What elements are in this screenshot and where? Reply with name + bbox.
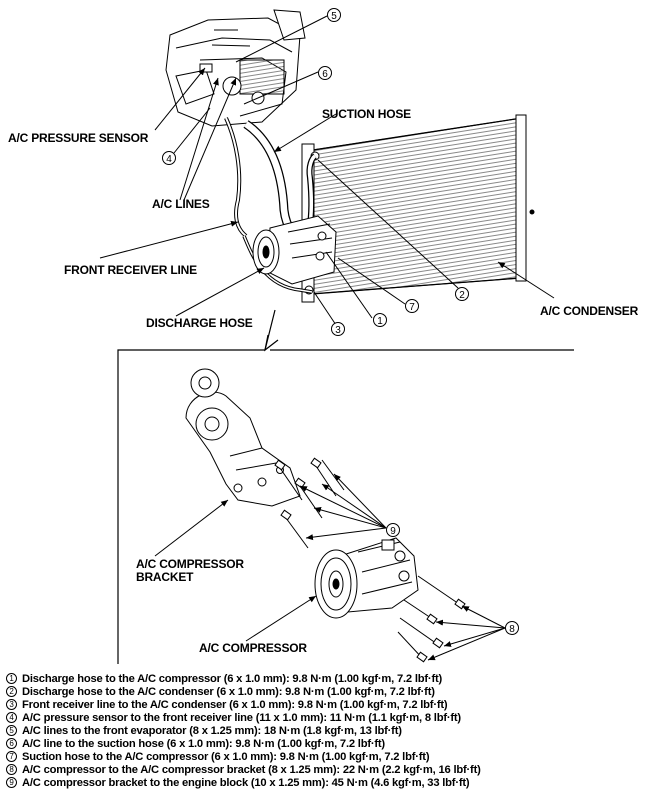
- label-bracket-line1: A/C COMPRESSOR: [136, 557, 244, 571]
- callout-7: [405, 299, 419, 313]
- callout-circles: [162, 8, 519, 635]
- callout-5-text: 5: [331, 11, 337, 22]
- ac-condenser: [301, 114, 535, 303]
- legend-number-circle: 2: [6, 686, 17, 697]
- ac-compressor: [314, 537, 419, 619]
- torque-legend: 1 Discharge hose to the A/C compressor (6…: [6, 672, 646, 789]
- legend-number-circle: 8: [6, 764, 17, 775]
- legend-text: A/C compressor to the A/C compressor bra…: [22, 763, 481, 776]
- leader-lines-detail: [154, 473, 506, 661]
- callout-9: [386, 523, 400, 537]
- legend-text: Discharge hose to the A/C compressor (6 …: [22, 672, 443, 685]
- legend-text: Front receiver line to the A/C condenser…: [22, 698, 448, 711]
- legend-number-circle: 7: [6, 751, 17, 762]
- leader-lines-upper: [99, 15, 555, 329]
- callout-6-text: 6: [322, 69, 328, 80]
- label-ac-lines: A/C LINES: [152, 197, 210, 211]
- callout-1: [331, 322, 345, 336]
- callout-5: [327, 8, 341, 22]
- legend-item: 4 A/C pressure sensor to the front receiv…: [6, 711, 646, 724]
- legend-text: Discharge hose to the A/C condenser (6 x…: [22, 685, 435, 698]
- bracket-bolts: [274, 457, 345, 549]
- compressor-bolts: [397, 575, 466, 663]
- legend-item: 7 Suction hose to the A/C compressor (6 x…: [6, 750, 646, 763]
- compressor-bracket: [185, 368, 301, 507]
- label-front-receiver-line: FRONT RECEIVER LINE: [64, 263, 197, 277]
- callout-9-text: 9: [390, 526, 396, 537]
- legend-number-circle: 5: [6, 725, 17, 736]
- legend-number-circle: 1: [6, 673, 17, 684]
- label-compressor: A/C COMPRESSOR: [199, 641, 307, 655]
- legend-text: A/C line to the suction hose (6 x 1.0 mm…: [22, 737, 385, 750]
- detail-panel-frame: [117, 309, 574, 664]
- part-labels: A/C PRESSURE SENSOR SUCTION HOSE A/C LIN…: [8, 107, 639, 655]
- legend-item: 3 Front receiver line to the A/C condense…: [6, 698, 646, 711]
- callout-2: [455, 287, 469, 301]
- legend-item: 9 A/C compressor bracket to the engine bl…: [6, 776, 646, 789]
- callout-4-text: 4: [166, 154, 172, 165]
- callout-numbers: 1 2 3 4 5 6 7 9 8: [166, 11, 515, 635]
- callout-7-text: 7: [409, 302, 415, 313]
- label-pressure-sensor: A/C PRESSURE SENSOR: [8, 131, 149, 145]
- legend-number-circle: 9: [6, 777, 17, 788]
- callout-2-text: 2: [459, 290, 465, 301]
- legend-number-circle: 6: [6, 738, 17, 749]
- callout-8: [505, 621, 519, 635]
- legend-text: A/C pressure sensor to the front receive…: [22, 711, 461, 724]
- legend-text: A/C lines to the front evaporator (8 x 1…: [22, 724, 402, 737]
- evaporator-unit: [165, 9, 306, 127]
- label-condenser: A/C CONDENSER: [540, 304, 639, 318]
- label-discharge-hose: DISCHARGE HOSE: [146, 316, 253, 330]
- callout-6: [318, 66, 332, 80]
- legend-item: 8 A/C compressor to the A/C compressor br…: [6, 763, 646, 776]
- callout-1-text: 1: [377, 316, 383, 327]
- legend-item: 1 Discharge hose to the A/C compressor (6…: [6, 672, 646, 685]
- callout-1b: [373, 313, 387, 327]
- legend-item: 6 A/C line to the suction hose (6 x 1.0 m…: [6, 737, 646, 750]
- legend-item: 2 Discharge hose to the A/C condenser (6 …: [6, 685, 646, 698]
- legend-item: 5 A/C lines to the front evaporator (8 x …: [6, 724, 646, 737]
- legend-number-circle: 3: [6, 699, 17, 710]
- label-suction-hose: SUCTION HOSE: [322, 107, 411, 121]
- callout-3-text: 3: [335, 325, 341, 336]
- legend-number-circle: 4: [6, 712, 17, 723]
- compressor-upper: [252, 215, 337, 285]
- callout-8-text: 8: [509, 624, 515, 635]
- label-bracket-line2: BRACKET: [136, 570, 194, 584]
- legend-text: Suction hose to the A/C compressor (6 x …: [22, 750, 430, 763]
- callout-4: [162, 151, 176, 165]
- legend-text: A/C compressor bracket to the engine blo…: [22, 776, 470, 789]
